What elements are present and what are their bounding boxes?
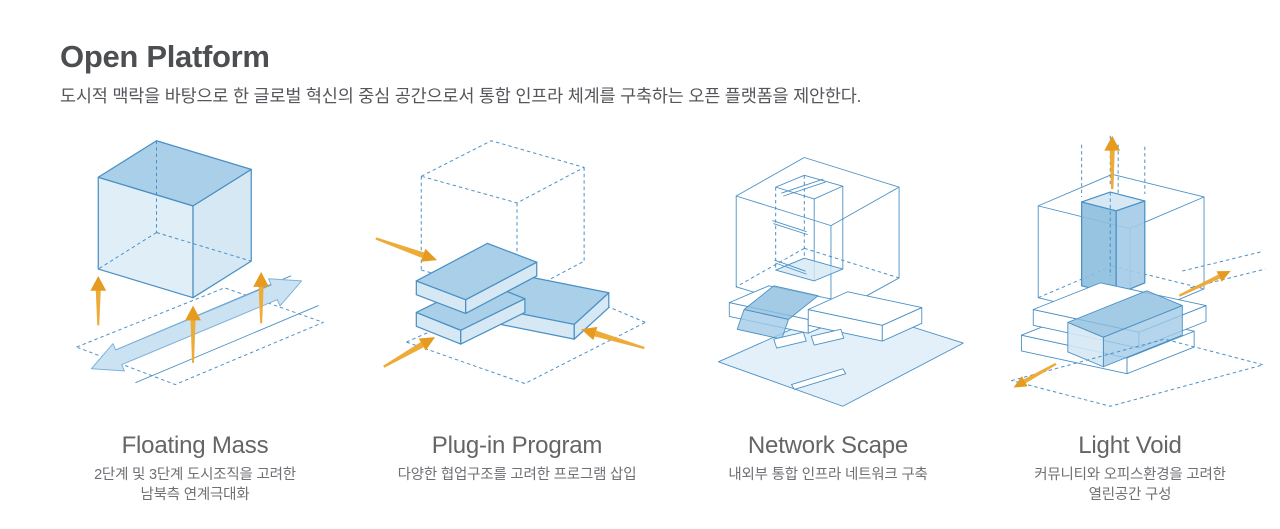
- network-scape-diagram-icon: [717, 157, 964, 407]
- page-subtitle: 도시적 맥락을 바탕으로 한 글로벌 혁신의 중심 공간으로서 통합 인프라 체…: [60, 86, 862, 107]
- concept-caption: 다양한 협업구조를 고려한 프로그램 삽입: [397, 467, 637, 483]
- page-title: Open Platform: [60, 39, 270, 74]
- plug-in-program-diagram-icon: [375, 140, 646, 385]
- concept-caption: 2단계 및 3단계 도시조직을 고려한 남북측 연계극대화: [94, 467, 296, 504]
- concept-card-network-scape: Network Scape 내외부 통합 인프라 네트워크 구축: [673, 120, 983, 485]
- concept-caption: 내외부 통합 인프라 네트워크 구축: [728, 467, 928, 483]
- concept-card-light-void: Light Void 커뮤니티와 오피스환경을 고려한 열린공간 구성: [975, 120, 1280, 506]
- concept-title: Light Void: [1078, 432, 1182, 459]
- concept-title: Floating Mass: [121, 432, 269, 459]
- concept-title: Plug-in Program: [431, 432, 603, 459]
- floating-mass-diagram-icon: [76, 140, 324, 386]
- slide-header: Open Platform 도시적 맥락을 바탕으로 한 글로벌 혁신의 중심 …: [60, 39, 1220, 108]
- concept-card-plug-in-program: Plug-in Program 다양한 협업구조를 고려한 프로그램 삽입: [362, 120, 672, 485]
- concept-card-floating-mass: Floating Mass 2단계 및 3단계 도시조직을 고려한 남북측 연계…: [40, 120, 350, 506]
- light-void-diagram-icon: [1011, 135, 1266, 407]
- concept-title: Network Scape: [747, 432, 909, 459]
- concept-caption: 커뮤니티와 오피스환경을 고려한 열린공간 구성: [1034, 467, 1226, 504]
